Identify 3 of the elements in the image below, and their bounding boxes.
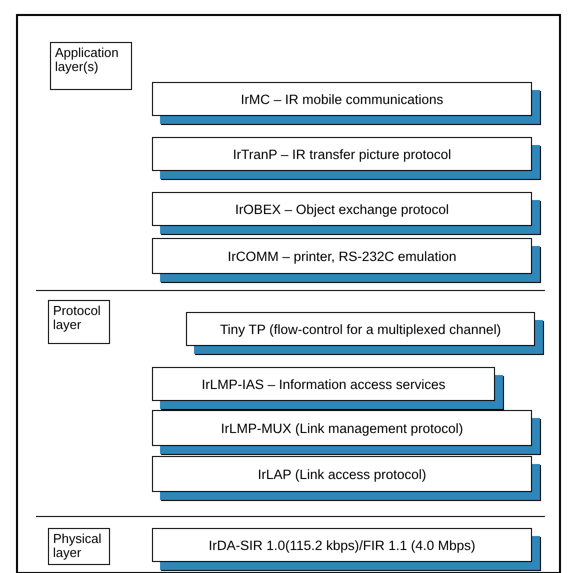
layer-label-box: Protocol layer [48, 300, 110, 344]
layer-label-box: Application layer(s) [50, 42, 132, 90]
layer-label-box: Physical layer [48, 528, 110, 565]
